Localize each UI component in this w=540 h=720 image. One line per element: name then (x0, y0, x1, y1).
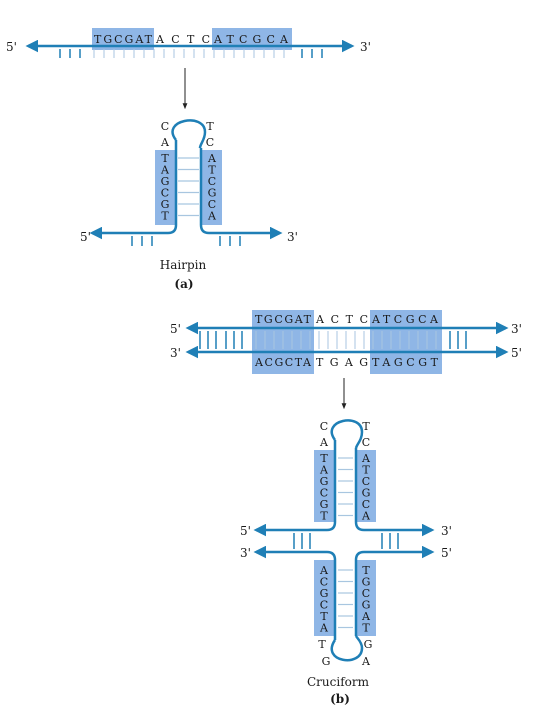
cross-top-3-prime: 3' (441, 524, 452, 538)
base-ticks-light (93, 49, 285, 58)
base-pairs (178, 157, 199, 217)
bottom-arm-left-seq: ACGCTA (254, 356, 312, 369)
loop-right-base: T (206, 120, 214, 133)
lower-loop-left-base: G (322, 655, 331, 668)
hairpin-3-prime: 3' (287, 230, 298, 244)
upper-stem-right-base: T (362, 464, 370, 477)
cross-bottom-5-prime: 5' (441, 546, 452, 560)
lower-loop-right-base: A (361, 655, 371, 668)
upper-stem-right-base: C (362, 498, 370, 511)
upper-stem-right-base: A (361, 510, 371, 523)
strand-3-prime: 3' (360, 40, 371, 54)
upper-loop-left-base: A (319, 436, 329, 449)
lower-stem-left-base: G (320, 587, 329, 600)
lower-stem-right-box (356, 560, 376, 636)
loop-left-base: A (160, 136, 170, 149)
lower-stem-right-base: T (362, 564, 370, 577)
bottom-loop-seq: TGAG (316, 356, 368, 369)
bottom-arm-right-seq: TAGCGT (372, 356, 439, 369)
upper-stem-left-base: T (320, 452, 328, 465)
cross-bottom-left-strand (253, 545, 337, 640)
loop-left-base: C (161, 120, 169, 133)
stem-right-base: G (208, 187, 217, 200)
upper-stem-right-base: C (362, 475, 370, 488)
hairpin-strand-5 (89, 140, 178, 240)
duplex-top-5-prime: 5' (170, 322, 181, 336)
lower-loop-right-base: G (364, 638, 373, 651)
lower-stem-right-base: A (361, 610, 371, 623)
stem-left-box (155, 150, 175, 225)
lower-stem-left-base: C (320, 576, 328, 589)
duplex-base-pairs (199, 331, 467, 349)
upper-stem-right-base: G (362, 487, 371, 500)
duplex-top-3-prime: 3' (511, 322, 522, 336)
cruciform-base-pairs (338, 457, 353, 629)
cross-bottom-3-prime: 3' (240, 546, 251, 560)
stem-right-base: C (208, 175, 216, 188)
cruciform-label: Cruciform (307, 675, 370, 689)
lower-loop (330, 635, 364, 662)
upper-stem-right-box (356, 450, 376, 522)
lower-stem-left-base: T (320, 610, 328, 623)
hairpin-5-prime: 5' (80, 230, 91, 244)
stem-left-base: A (160, 164, 170, 177)
hairpin-strand-3 (199, 148, 283, 240)
strand-5-prime: 5' (6, 40, 17, 54)
lower-stem-left-base: A (319, 564, 329, 577)
lower-stem-right-base: G (362, 599, 371, 612)
top-arm-right-seq: ATCGCA (371, 313, 439, 326)
hairpin-label: Hairpin (160, 258, 207, 272)
stem-left-base: G (161, 175, 170, 188)
lower-loop-left-base: T (318, 638, 326, 651)
stem-right-box (202, 150, 222, 225)
lower-stem-left-base: A (319, 622, 329, 635)
cruciform-arm-ticks (293, 533, 399, 549)
top-loop-seq: ACTC (315, 313, 368, 326)
upper-loop (330, 419, 364, 449)
upper-stem-left-base: G (320, 498, 329, 511)
upper-loop-left-base: C (320, 420, 328, 433)
stem-left-base: C (161, 187, 169, 200)
stem-right-base: C (208, 198, 216, 211)
upper-stem-left-base: C (320, 487, 328, 500)
stem-left-base: G (161, 198, 170, 211)
hairpin-loop (171, 119, 207, 149)
upper-stem-left-base: T (320, 510, 328, 523)
stem-right-base: A (207, 210, 217, 223)
stem-left-base: T (161, 210, 169, 223)
cross-top-5-prime: 5' (240, 524, 251, 538)
caption-b: (b) (330, 692, 350, 706)
cross-bottom-right-strand (354, 545, 435, 636)
stem-right-base: A (207, 152, 217, 165)
lower-stem-right-base: G (362, 576, 371, 589)
upper-stem-left-base: G (320, 475, 329, 488)
upper-loop-right-base: C (362, 436, 370, 449)
lower-stem-left-box (314, 560, 334, 636)
duplex-bottom-5-prime: 5' (511, 346, 522, 360)
loop-right-base: C (206, 136, 214, 149)
upper-stem-right-base: A (361, 452, 371, 465)
upper-stem-left-box (314, 450, 334, 522)
cross-top-left-strand (253, 440, 337, 537)
base-ticks (59, 49, 323, 58)
upper-loop-right-base: T (362, 420, 370, 433)
upper-stem-left-base: A (319, 464, 329, 477)
cross-top-right-strand (354, 448, 435, 537)
panel-b: TGCGAT ACTC ATCGCA ACGCTA TGAG TAGCGT 5'… (170, 310, 522, 706)
duplex-bottom-3-prime: 3' (170, 346, 181, 360)
lower-stem-left-base: C (320, 599, 328, 612)
stem-left-base: T (161, 152, 169, 165)
lower-stem-right-base: C (362, 587, 370, 600)
hairpin-ticks (131, 236, 241, 246)
stem-right-base: T (208, 164, 216, 177)
loop-seq: ACTC (155, 33, 210, 46)
caption-a: (a) (174, 277, 193, 291)
lower-stem-right-base: T (362, 622, 370, 635)
